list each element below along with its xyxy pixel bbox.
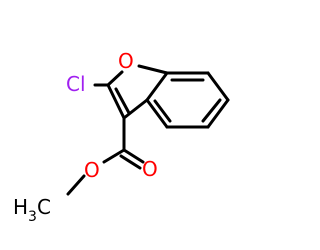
bond-ccarb-o-double-a xyxy=(122,148,145,164)
atom-label-layer: O Cl O O H 3 C xyxy=(13,49,158,225)
bond-ccarb-oester xyxy=(102,148,126,164)
bond-layer xyxy=(66,64,230,196)
structure-canvas: O Cl O O H 3 C xyxy=(13,49,230,225)
bond-c2-c3 xyxy=(106,83,126,120)
atom-o-ring: O xyxy=(118,49,134,73)
bond-c3a-c7a xyxy=(145,71,169,102)
bond-c7-c6 xyxy=(206,71,230,102)
bond-c4-c3a xyxy=(145,98,169,129)
bond-c7a-o1 xyxy=(137,64,169,75)
atom-o-carbonyl: O xyxy=(142,157,158,181)
bond-c6-c5 xyxy=(206,98,230,129)
bond-ccarb-o-double-b xyxy=(119,154,142,170)
bond-c6-c5-inner xyxy=(201,98,222,123)
atom-methyl-c: C xyxy=(37,195,51,219)
atom-o-ester: O xyxy=(84,158,100,182)
bond-o1-c2 xyxy=(106,70,124,87)
atom-methyl-subscript: 3 xyxy=(28,209,37,225)
bond-c2-c3-inner xyxy=(114,87,131,115)
bond-oester-ch3 xyxy=(66,174,86,196)
atom-cl: Cl xyxy=(66,72,86,96)
atom-methyl-h: H xyxy=(13,195,28,219)
bond-c4-c3a-inner xyxy=(153,99,172,123)
bond-c3-c3a xyxy=(122,98,149,120)
